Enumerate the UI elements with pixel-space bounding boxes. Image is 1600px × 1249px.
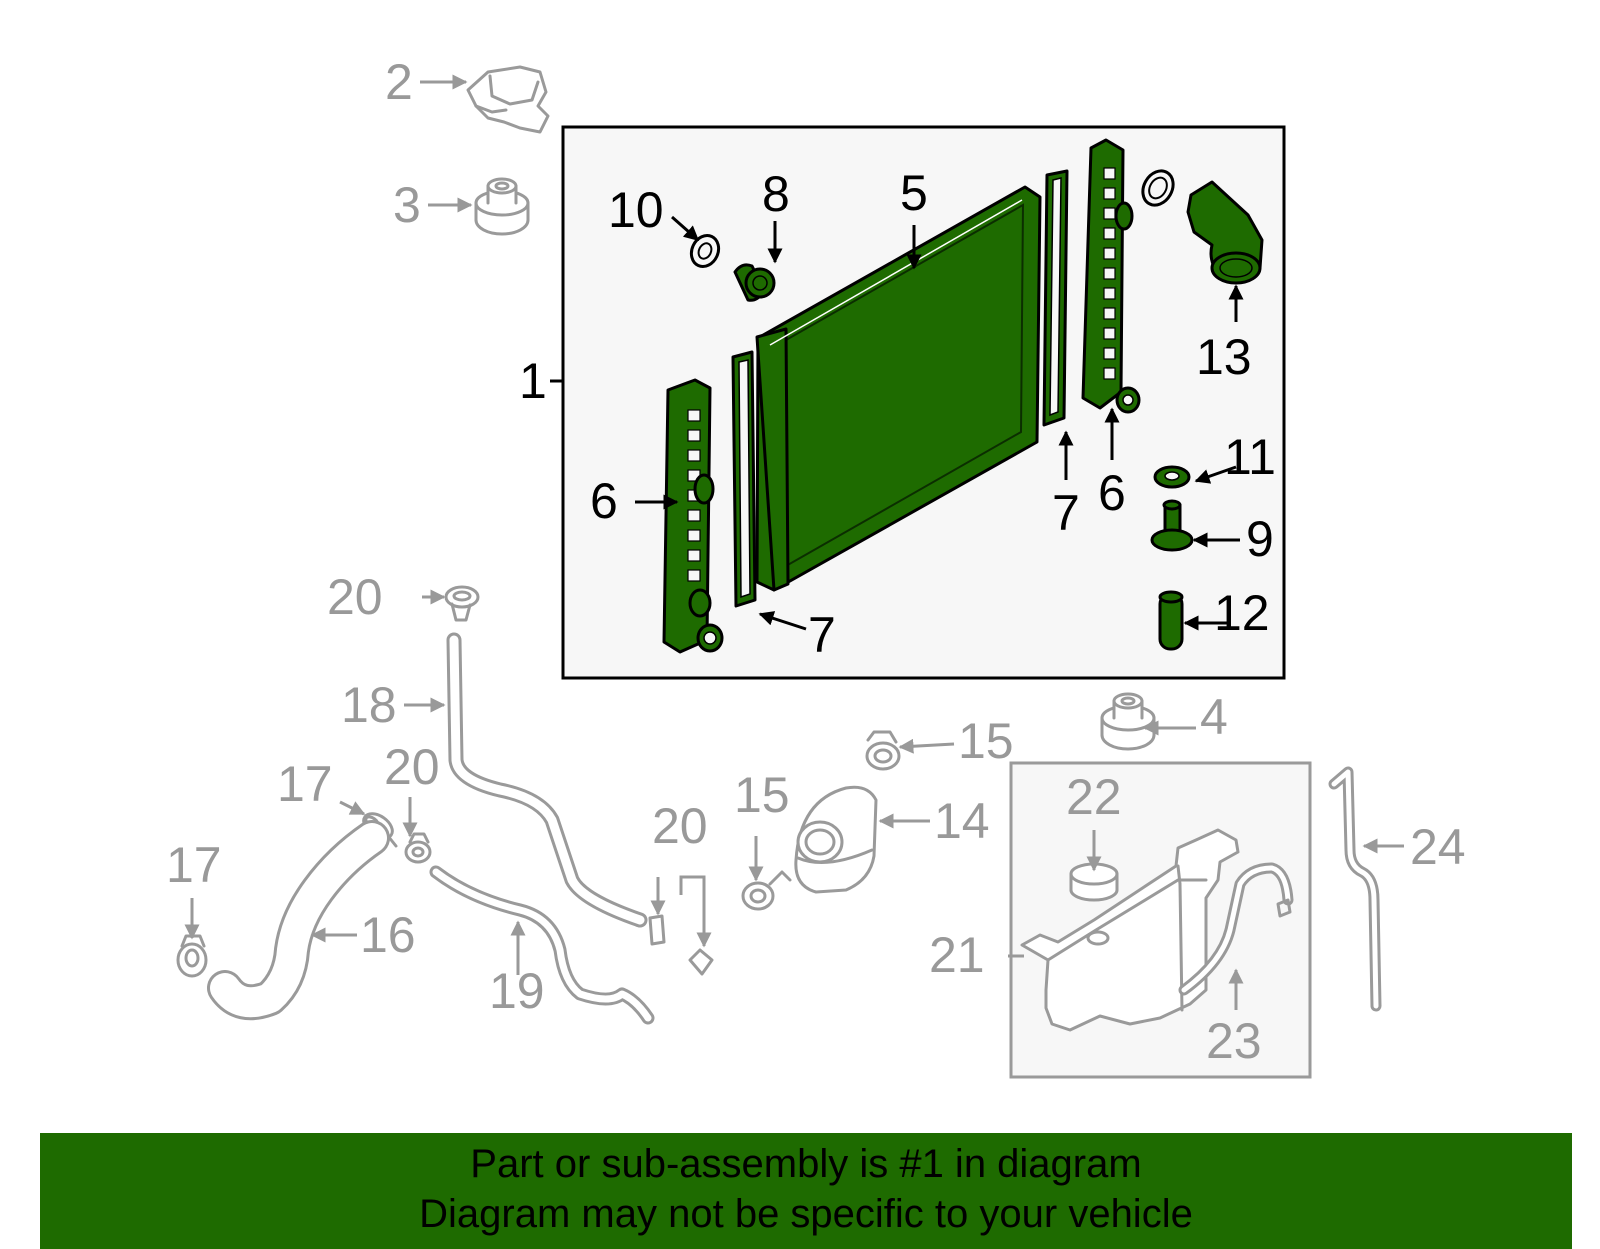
- callout-3[interactable]: 3: [393, 177, 421, 233]
- mount-cushion-lower-part[interactable]: [1100, 692, 1156, 751]
- support-rod-part[interactable]: [1328, 766, 1382, 1012]
- seal-strip-left-part[interactable]: [731, 350, 757, 608]
- callout-6-right[interactable]: 6: [1098, 465, 1126, 521]
- callout-11[interactable]: 11: [1224, 429, 1276, 485]
- washer-part[interactable]: [1153, 465, 1191, 489]
- callout-7-right[interactable]: 7: [1052, 485, 1080, 541]
- callout-1[interactable]: 1: [519, 353, 547, 409]
- callout-6-left[interactable]: 6: [590, 473, 618, 529]
- overflow-hose-part[interactable]: [446, 632, 648, 928]
- callout-19[interactable]: 19: [489, 963, 545, 1019]
- callout-23[interactable]: 23: [1206, 1013, 1262, 1069]
- callout-15-lower[interactable]: 15: [734, 767, 790, 823]
- hose-clamp-middle-part[interactable]: [404, 832, 432, 864]
- callout-21[interactable]: 21: [929, 927, 985, 983]
- hose-clamp-right-lower-part[interactable]: [741, 870, 792, 911]
- radiator-cap-part[interactable]: [466, 65, 550, 134]
- hose-clip-a-part[interactable]: [648, 914, 666, 946]
- leaders-gray: [184, 74, 1404, 1010]
- callout-10[interactable]: 10: [608, 182, 664, 238]
- callout-labels: 1 2 3 4 5 6 6 7 7 8 9 10 11 12 13 14 15 …: [166, 54, 1466, 1069]
- seal-strip-right-part[interactable]: [1042, 169, 1069, 427]
- callout-9[interactable]: 9: [1246, 511, 1274, 567]
- radiator-hose-part[interactable]: [207, 820, 390, 1021]
- o-ring-part[interactable]: [686, 231, 723, 271]
- reservoir-cap-part[interactable]: [1069, 862, 1119, 902]
- hose-clip-b-part[interactable]: [688, 948, 714, 976]
- callout-18[interactable]: 18: [341, 677, 397, 733]
- leaders-black: [635, 215, 1244, 631]
- callout-20-lower[interactable]: 20: [652, 798, 708, 854]
- info-banner: Part or sub-assembly is #1 in diagram Di…: [40, 1133, 1572, 1249]
- air-duct-part[interactable]: [794, 785, 878, 894]
- tank-left-part[interactable]: [662, 378, 724, 654]
- callout-2[interactable]: 2: [385, 54, 413, 110]
- drain-plug-part[interactable]: [733, 263, 776, 302]
- callout-17-lower[interactable]: 17: [166, 837, 222, 893]
- reservoir-tank-part[interactable]: [1020, 828, 1240, 1032]
- info-banner-line-2: Diagram may not be specific to your vehi…: [419, 1192, 1193, 1236]
- callout-24[interactable]: 24: [1410, 819, 1466, 875]
- callout-20-top[interactable]: 20: [327, 569, 383, 625]
- callout-13[interactable]: 13: [1196, 329, 1252, 385]
- callout-12[interactable]: 12: [1214, 585, 1270, 641]
- hose-clamp-lower-part[interactable]: [176, 934, 208, 978]
- tank-right-part[interactable]: [1081, 138, 1141, 414]
- pin-part[interactable]: [1150, 499, 1194, 552]
- callout-7-left[interactable]: 7: [808, 607, 836, 663]
- callout-15-upper[interactable]: 15: [958, 713, 1014, 769]
- callout-17-upper[interactable]: 17: [277, 756, 333, 812]
- callout-4[interactable]: 4: [1200, 689, 1228, 745]
- hose-clamp-top-part[interactable]: [444, 585, 480, 622]
- callout-22[interactable]: 22: [1066, 769, 1122, 825]
- callout-16[interactable]: 16: [360, 907, 416, 963]
- reservoir-hose-part[interactable]: [1178, 862, 1294, 996]
- outlet-pipe-part[interactable]: [1137, 165, 1264, 285]
- info-banner-line-1: Part or sub-assembly is #1 in diagram: [470, 1142, 1142, 1186]
- callout-8[interactable]: 8: [762, 166, 790, 222]
- bushing-part[interactable]: [1158, 590, 1184, 651]
- callout-14[interactable]: 14: [934, 793, 990, 849]
- callout-5[interactable]: 5: [900, 165, 928, 221]
- callout-20-middle[interactable]: 20: [384, 739, 440, 795]
- radiator-core-part[interactable]: [755, 185, 1042, 592]
- mount-cushion-upper-part[interactable]: [474, 177, 530, 236]
- hose-clamp-right-upper-part[interactable]: [865, 730, 901, 771]
- small-hose-part[interactable]: [429, 865, 655, 1025]
